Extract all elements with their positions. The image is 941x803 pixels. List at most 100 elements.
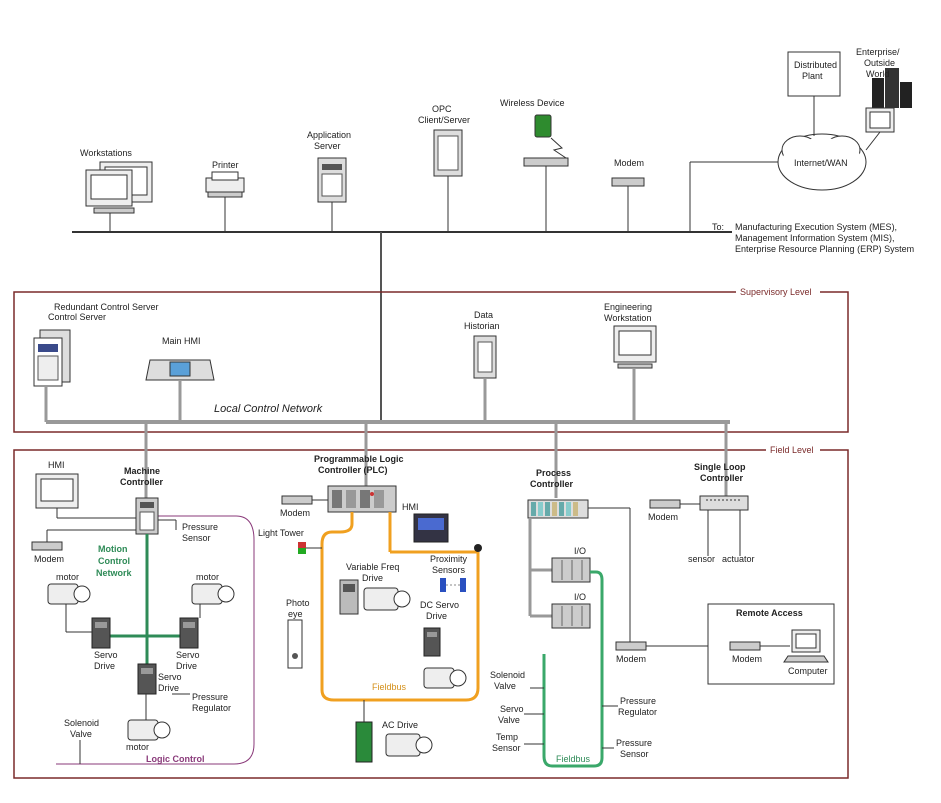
- remote-modem-icon: [729, 641, 790, 651]
- pressure-sensor-label-2: Sensor: [182, 533, 211, 543]
- pc-pressure-sensor-label-2: Sensor: [620, 749, 649, 759]
- servo-drive-right-label-2: Drive: [176, 661, 197, 671]
- photo-eye-label-2: eye: [288, 609, 303, 619]
- main-hmi-icon: [145, 359, 215, 422]
- motion-network-label-2: Control: [98, 556, 130, 566]
- photo-eye-icon: [287, 619, 303, 669]
- io-2-label: I/O: [574, 592, 586, 602]
- motion-network-label-1: Motion: [98, 544, 128, 554]
- solenoid-valve-label-1: Solenoid: [64, 718, 99, 728]
- field-hmi-label: HMI: [48, 460, 65, 470]
- motor-bottom-icon: [127, 694, 171, 741]
- printer-label: Printer: [212, 160, 239, 170]
- process-controller-label-1: Process: [536, 468, 571, 478]
- vfd-label-1: Variable Freq: [346, 562, 399, 572]
- local-network-label: Local Control Network: [214, 403, 323, 415]
- remote-computer-icon: [783, 629, 829, 663]
- enterprise-label-2: Outside: [864, 58, 895, 68]
- to-line-2: Management Information System (MIS),: [735, 233, 895, 243]
- data-historian-label-2: Historian: [464, 321, 500, 331]
- remote-modem-label: Modem: [732, 654, 762, 664]
- workstations-icon: [85, 161, 153, 232]
- servo-drive-left-label-1: Servo: [94, 650, 118, 660]
- machine-controller-icon: [135, 497, 159, 535]
- pc-pressure-sensor-label-1: Pressure: [616, 738, 652, 748]
- plc-label-2: Controller (PLC): [318, 465, 388, 475]
- process-modem-label: Modem: [616, 654, 646, 664]
- field-hmi-icon: [35, 473, 140, 519]
- to-line-3: Enterprise Resource Planning (ERP) Syste…: [735, 244, 914, 254]
- machine-controller-label-2: Controller: [120, 477, 163, 487]
- process-controller-icon: [527, 499, 589, 519]
- plc-fieldbus: [320, 512, 480, 702]
- sensor-label: sensor: [688, 554, 715, 564]
- computer-label: Computer: [788, 666, 828, 676]
- temp-sensor-label-2: Sensor: [492, 743, 521, 753]
- servo-drive-left-icon: [91, 617, 111, 649]
- plc-modem-label: Modem: [280, 508, 310, 518]
- supervisory-level-box: [13, 291, 849, 433]
- single-loop-modem-icon: [649, 499, 700, 509]
- redundant-server-label: Redundant Control Server: [54, 302, 159, 312]
- io-1-label: I/O: [574, 546, 586, 556]
- servo-drive-left-label-2: Drive: [94, 661, 115, 671]
- machine-modem-label: Modem: [34, 554, 64, 564]
- temp-sensor-label-1: Temp: [496, 732, 518, 742]
- distributed-plant-label-1: Distributed: [794, 60, 837, 70]
- vfd-label-2: Drive: [362, 573, 383, 583]
- opc-server-icon: [433, 129, 463, 232]
- plc-label-1: Programmable Logic: [314, 454, 404, 464]
- single-loop-label-1: Single Loop: [694, 462, 746, 472]
- dc-servo-label-1: DC Servo: [420, 600, 459, 610]
- servo-drive-right-icon: [179, 617, 199, 649]
- data-historian-icon: [473, 335, 497, 422]
- enterprise-label-3: World: [866, 69, 889, 79]
- application-server-label-1: Application: [307, 130, 351, 140]
- single-loop-modem-label: Modem: [648, 512, 678, 522]
- plc-icon: [327, 485, 397, 513]
- light-tower-icon: [298, 542, 322, 554]
- motor-right-icon: [191, 583, 235, 618]
- dc-servo-drive-icon: [423, 627, 467, 689]
- field-level-label: Field Level: [770, 445, 814, 455]
- data-historian-label-1: Data: [474, 310, 493, 320]
- wireless-device-icon: [523, 114, 569, 232]
- servo-drive-right-label-1: Servo: [176, 650, 200, 660]
- pc-solenoid-label-2: Valve: [494, 681, 516, 691]
- single-loop-label-2: Controller: [700, 473, 743, 483]
- photo-eye-label-1: Photo: [286, 598, 310, 608]
- pressure-sensor-label-1: Pressure: [182, 522, 218, 532]
- motor-bottom-label: motor: [126, 742, 149, 752]
- logic-control-boundary: [56, 515, 255, 765]
- engineering-ws-label-1: Engineering: [604, 302, 652, 312]
- io-module-1-icon: [551, 557, 591, 583]
- plc-fieldbus-label: Fieldbus: [372, 682, 407, 692]
- engineering-ws-label-2: Workstation: [604, 313, 651, 323]
- ac-drive-icon: [355, 721, 433, 763]
- control-server-icon: [33, 329, 71, 422]
- control-server-label: Control Server: [48, 312, 106, 322]
- top-modem-icon: [611, 177, 645, 232]
- pressure-regulator-label-2: Regulator: [192, 703, 231, 713]
- machine-controller-label-1: Machine: [124, 466, 160, 476]
- io-module-2-icon: [551, 603, 591, 629]
- dc-servo-label-2: Drive: [426, 611, 447, 621]
- pc-solenoid-label-1: Solenoid: [490, 670, 525, 680]
- motor-left-icon: [47, 583, 92, 633]
- servo-drive-bottom-label-1: Servo: [158, 672, 182, 682]
- application-server-label-2: Server: [314, 141, 341, 151]
- engineering-workstation-icon: [613, 325, 657, 422]
- motion-network-label-3: Network: [96, 568, 133, 578]
- proximity-sensors-icon: [440, 578, 466, 592]
- logic-control-label: Logic Control: [146, 754, 205, 764]
- actuator-label: actuator: [722, 554, 755, 564]
- pressure-regulator-label-1: Pressure: [192, 692, 228, 702]
- bus-terminator-icon: [474, 544, 482, 552]
- enterprise-link: [865, 131, 881, 151]
- servo-drive-bottom-icon: [137, 663, 157, 695]
- prox-label-2: Sensors: [432, 565, 466, 575]
- printer-icon: [205, 171, 245, 232]
- light-tower-label: Light Tower: [258, 528, 304, 538]
- enterprise-label-1: Enterprise/: [856, 47, 900, 57]
- process-fieldbus-label: Fieldbus: [556, 754, 591, 764]
